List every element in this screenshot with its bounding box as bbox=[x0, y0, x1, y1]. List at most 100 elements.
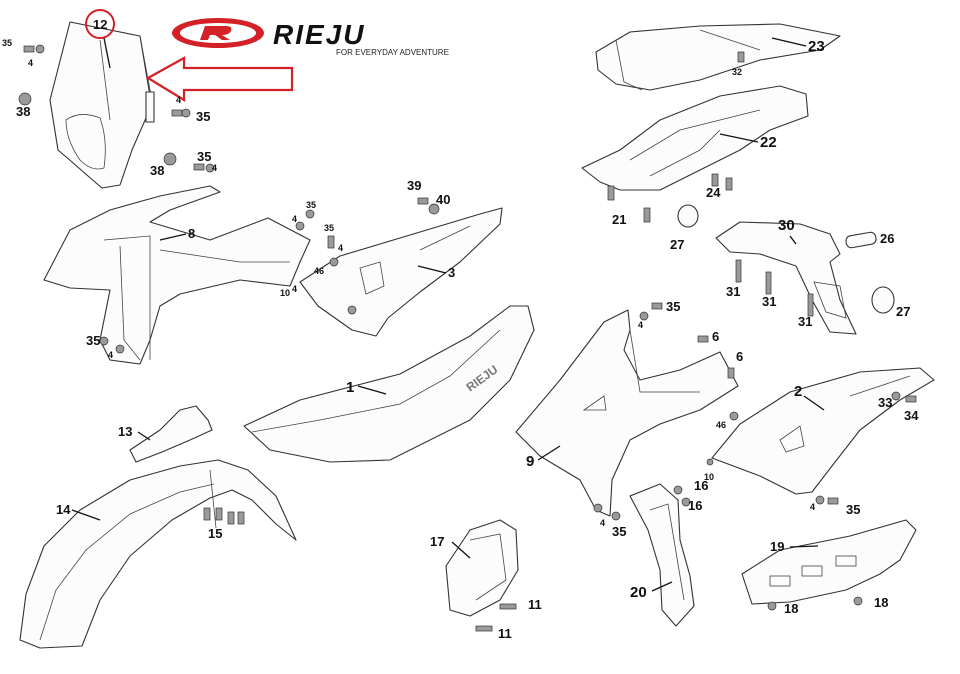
leader-19 bbox=[789, 545, 819, 548]
callout-35-i: 35 bbox=[846, 502, 860, 517]
part-12-headlight-mask bbox=[49, 21, 155, 189]
fender-bolts bbox=[203, 507, 245, 525]
bolt-35-e-icon bbox=[305, 209, 315, 219]
scoop-9-hardware bbox=[593, 302, 735, 521]
callout-27-a: 27 bbox=[670, 237, 684, 252]
part-13-bracket bbox=[129, 405, 213, 463]
chain-guard-slot-1 bbox=[769, 575, 791, 587]
leader-1 bbox=[357, 385, 387, 395]
callout-31-b: 31 bbox=[762, 294, 776, 309]
callout-35-h: 35 bbox=[612, 524, 626, 539]
bolt-11-a-icon bbox=[499, 603, 517, 610]
leader-23 bbox=[771, 37, 807, 47]
bolt-35-d-icon bbox=[99, 336, 109, 346]
bolt-15-b-icon bbox=[215, 507, 223, 521]
callout-35-e: 35 bbox=[306, 200, 316, 210]
washer-33-icon bbox=[891, 391, 901, 401]
callout-35-b: 35 bbox=[196, 109, 210, 124]
part-22-tail-cover bbox=[581, 85, 809, 191]
callout-4-a: 4 bbox=[28, 58, 33, 68]
callout-40: 40 bbox=[436, 192, 450, 207]
callout-24: 24 bbox=[706, 185, 721, 200]
lamp-26-icon bbox=[845, 231, 877, 249]
part-30-number-plate-holder bbox=[715, 221, 857, 335]
callout-35-g: 35 bbox=[666, 299, 680, 314]
callout-4-j: 4 bbox=[810, 502, 815, 512]
washer-4-c-icon bbox=[205, 163, 215, 173]
washer-4-e-icon bbox=[295, 221, 305, 231]
bolt-35-b-icon bbox=[171, 109, 183, 117]
callout-4-g: 4 bbox=[292, 284, 297, 294]
grommet-38-a-icon bbox=[18, 92, 32, 106]
callout-4-e: 4 bbox=[292, 214, 297, 224]
washer-4-a-icon bbox=[35, 44, 45, 54]
leader-3 bbox=[417, 265, 447, 274]
callout-4-h: 4 bbox=[638, 320, 643, 330]
bolt-15-d-icon bbox=[237, 511, 245, 525]
logo-r-mark bbox=[200, 26, 232, 40]
callout-39: 39 bbox=[407, 178, 421, 193]
callout-17: 17 bbox=[430, 534, 444, 549]
callout-14: 14 bbox=[56, 502, 71, 517]
part-23-rear-fender bbox=[595, 23, 841, 91]
callout-26: 26 bbox=[880, 231, 894, 246]
callout-9: 9 bbox=[526, 453, 534, 470]
bolt-24-b-icon bbox=[725, 177, 733, 191]
callout-35-c: 35 bbox=[197, 149, 211, 164]
part-3-side-panel bbox=[299, 207, 503, 337]
callout-8: 8 bbox=[188, 226, 195, 241]
callout-4-b: 4 bbox=[176, 95, 181, 105]
callout-34: 34 bbox=[904, 408, 919, 423]
callout-4-d: 4 bbox=[108, 350, 113, 360]
callout-16-b: 16 bbox=[688, 498, 702, 513]
callout-19: 19 bbox=[770, 539, 784, 554]
callout-33: 33 bbox=[878, 395, 892, 410]
callout-23: 23 bbox=[808, 38, 825, 55]
bolt-21-b-icon bbox=[643, 207, 651, 223]
leader-8 bbox=[159, 233, 187, 241]
mask-hardware bbox=[18, 44, 215, 173]
callout-30: 30 bbox=[778, 217, 795, 234]
callout-38-a: 38 bbox=[16, 104, 30, 119]
bolt-21-a-icon bbox=[607, 185, 615, 201]
leader-17 bbox=[451, 541, 471, 559]
bolt-35-g-icon bbox=[651, 302, 663, 310]
leader-20 bbox=[651, 581, 673, 592]
chain-guard-slot-2 bbox=[801, 565, 823, 577]
callout-35-d: 35 bbox=[86, 333, 100, 348]
bolt-32-icon bbox=[737, 51, 745, 63]
clip-46-b-icon bbox=[729, 411, 739, 421]
bolt-10-a-icon bbox=[347, 305, 357, 315]
part-1-seat: RIEJU bbox=[243, 305, 535, 463]
leader-2 bbox=[803, 395, 825, 411]
bolt-31-a-icon bbox=[735, 259, 742, 283]
callout-11-a: 11 bbox=[528, 597, 542, 612]
callout-32: 32 bbox=[732, 67, 742, 77]
callout-4-c: 4 bbox=[212, 163, 217, 173]
washer-4-h-icon bbox=[639, 311, 649, 321]
callout-18-b: 18 bbox=[874, 595, 888, 610]
highlight-circle bbox=[85, 9, 115, 39]
bolt-35-a-icon bbox=[23, 45, 35, 53]
logo-wordmark: RIEJU bbox=[273, 19, 365, 50]
bolt-35-h-icon bbox=[593, 503, 603, 513]
callout-15: 15 bbox=[208, 526, 222, 541]
callout-31-c: 31 bbox=[798, 314, 812, 329]
panel-3-hardware bbox=[295, 197, 440, 315]
callout-3: 3 bbox=[448, 265, 455, 280]
callout-4-i: 4 bbox=[600, 518, 605, 528]
bolt-34-icon bbox=[905, 395, 917, 403]
part-19-chain-guard bbox=[741, 519, 917, 605]
callout-11-b: 11 bbox=[498, 626, 512, 641]
callout-10-a: 10 bbox=[280, 288, 290, 298]
callout-2: 2 bbox=[794, 383, 802, 400]
bolt-35-i-icon bbox=[827, 497, 839, 505]
leader-12 bbox=[103, 37, 111, 69]
clip-46-a-icon bbox=[329, 257, 339, 267]
bolt-15-c-icon bbox=[227, 511, 235, 525]
bolt-16-a-icon bbox=[673, 485, 683, 495]
callout-46-b: 46 bbox=[716, 420, 726, 430]
highlight-arrow bbox=[145, 56, 294, 102]
bolt-15-a-icon bbox=[203, 507, 211, 521]
